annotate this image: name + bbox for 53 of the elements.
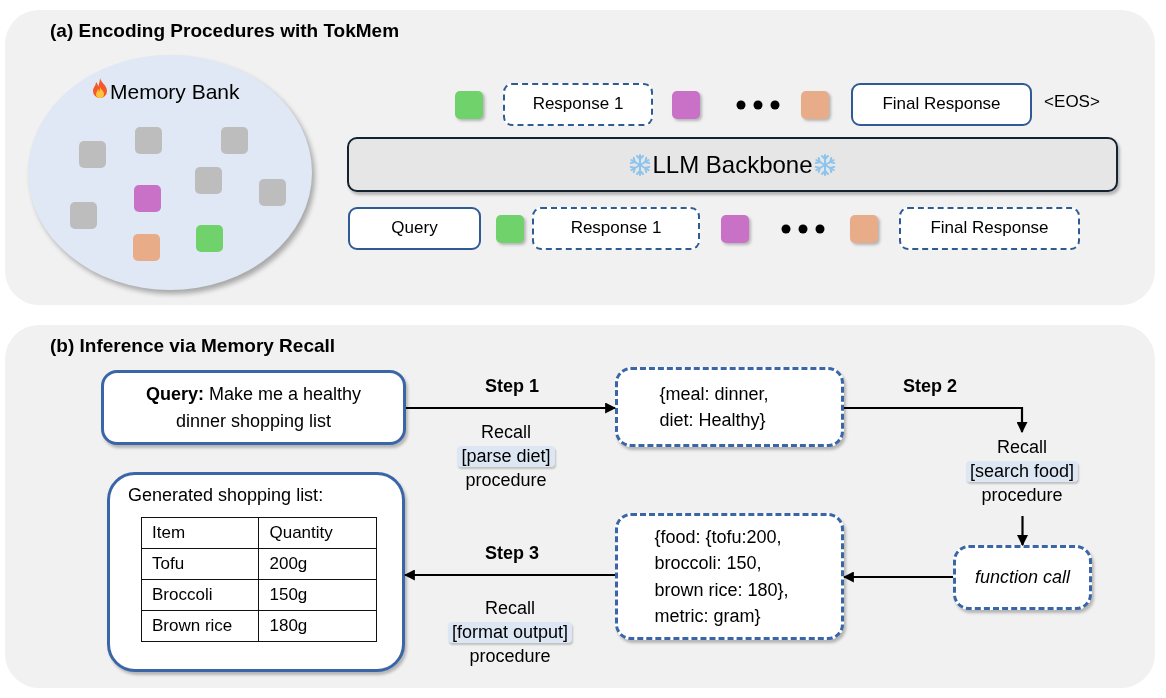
- token-box: [532, 207, 700, 250]
- token-box: [348, 207, 481, 250]
- token-label: Final Response: [882, 94, 1001, 115]
- box-text: function call: [974, 566, 1071, 590]
- box-text: Query: Make me a healthy dinner shopping list: [144, 383, 363, 433]
- box-text: {meal: dinner, diet: Healthy}: [659, 382, 770, 432]
- arrow: [403, 569, 615, 581]
- procedure-tag: [format output]: [447, 621, 573, 643]
- output-box: [615, 367, 844, 447]
- output-box: [615, 513, 844, 640]
- token-box: [899, 207, 1080, 250]
- eos-token: <EOS>: [1044, 92, 1100, 112]
- edge-label: Step 1: [485, 376, 539, 397]
- item-name: Broccoli: [141, 579, 259, 611]
- token-label: Response 1: [532, 94, 624, 115]
- quantity-value: 200g: [258, 548, 377, 580]
- edge-label: Step 3: [485, 543, 539, 564]
- recall-text: procedure: [981, 484, 1063, 506]
- column-header: Quantity: [258, 517, 377, 549]
- recall-text: procedure: [465, 469, 547, 491]
- token-box: [503, 83, 653, 126]
- procedure-tag: [search food]: [965, 460, 1079, 482]
- recall-text: Recall: [485, 597, 535, 619]
- item-name: Brown rice: [141, 610, 259, 642]
- output-box: [953, 545, 1092, 610]
- item-name: Tofu: [141, 548, 259, 580]
- result-card: [107, 472, 405, 672]
- procedure-tag: [parse diet]: [457, 445, 555, 467]
- recall-text: Recall: [997, 436, 1047, 458]
- backbone-label: LLM Backbone: [652, 150, 813, 179]
- token-label: Final Response: [930, 218, 1049, 239]
- quantity-value: 180g: [258, 610, 377, 642]
- memory-bank-label: Memory Bank: [110, 80, 240, 104]
- arrow: [406, 402, 617, 414]
- panel-title: (b) Inference via Memory Recall: [50, 335, 336, 357]
- edge-label: Step 2: [903, 376, 957, 397]
- token-label: Response 1: [570, 218, 662, 239]
- backbone-bar: [347, 137, 1118, 192]
- panel-background: [5, 325, 1155, 688]
- quantity-value: 150g: [258, 579, 377, 611]
- recall-text: Recall: [481, 421, 531, 443]
- box-text: {food: {tofu:200, broccoli: 150, brown rice: 180}, metric: gram}: [654, 526, 790, 628]
- panel-background: [5, 10, 1155, 305]
- panel-title: (a) Encoding Procedures with TokMem: [50, 20, 400, 42]
- arrow: [844, 406, 1028, 434]
- arrow: [842, 571, 953, 583]
- token-box: [851, 83, 1032, 126]
- column-header: Item: [141, 517, 259, 549]
- token-label: Query: [391, 218, 438, 239]
- query-box: [101, 370, 406, 445]
- result-title: Generated shopping list:: [128, 485, 324, 506]
- recall-text: procedure: [469, 645, 551, 667]
- arrow: [1017, 516, 1028, 547]
